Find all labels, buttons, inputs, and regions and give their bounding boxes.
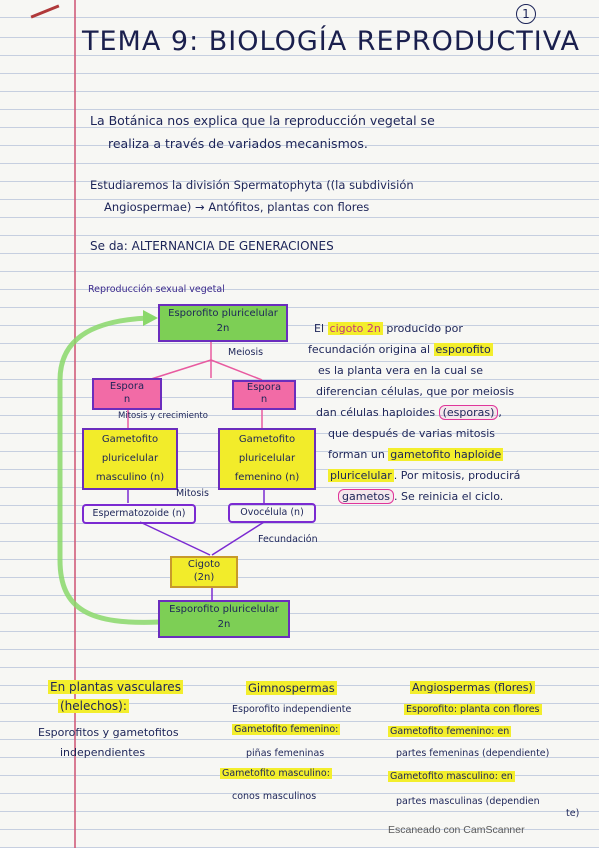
col3-line-c: partes femeninas (dependiente) (396, 748, 550, 759)
exp-l8b: . Por mitosis, producirá (393, 469, 521, 482)
page-number-text: 1 (522, 7, 530, 21)
espora-left-line2: n (123, 394, 131, 405)
cigoto-line1: Cigoto (187, 559, 221, 570)
intro-line-3: Estudiaremos la división Spermatophyta (… (90, 178, 414, 192)
col2-line-d: Gametofito masculino: (220, 768, 332, 779)
gametofito-fem-line2: pluricelular (238, 453, 296, 464)
explanation-line-6: que después de varias mitosis (328, 427, 496, 440)
gametofito-masc-line3: masculino (n) (95, 472, 165, 483)
mitosis-label: Mitosis (176, 488, 209, 499)
espermatozoide-box: Espermatozoide (n) (82, 504, 196, 524)
intro-line-1: La Botánica nos explica que la reproducc… (90, 113, 435, 128)
col1-line-b: independientes (60, 746, 146, 759)
gametofito-masc-line2: pluricelular (101, 453, 159, 464)
exp-l5a: dan células haploides (316, 406, 439, 419)
explanation-line-1: El cigoto 2n producido por (314, 322, 463, 335)
col1-heading-2: (helechos): (58, 699, 129, 713)
exp-l9a: gametos (338, 489, 394, 504)
cigoto-box: Cigoto (2n) (170, 556, 238, 588)
exp-l9b: . Se reinicia el ciclo. (393, 490, 504, 503)
col2-line-b: Gametofito femenino: (232, 724, 341, 735)
col3-line-a: Esporofito: planta con flores (404, 704, 542, 715)
col2-heading: Gimnospermas (246, 681, 337, 695)
col2-head-text: Gimnospermas (246, 681, 337, 695)
intro-line-5: Se da: ALTERNANCIA DE GENERACIONES (90, 239, 334, 253)
espora-right-box: Espora n (232, 380, 296, 410)
col3-head-text: Angiospermas (flores) (410, 681, 535, 694)
mitosis-crecimiento-label: Mitosis y crecimiento (118, 411, 208, 421)
explanation-line-4: diferencian células, que por meiosis (316, 385, 515, 398)
esporofito-bottom-line1: Esporofito pluricelular (169, 604, 279, 615)
cigoto-line2: (2n) (193, 572, 215, 583)
explanation-line-8: pluricelular. Por mitosis, producirá (328, 469, 520, 482)
col2-line-e: conos masculinos (232, 791, 317, 802)
col3-line-f: te) (566, 808, 580, 819)
meiosis-label: Meiosis (228, 347, 264, 358)
esporofito-top-box: Esporofito pluricelular 2n (158, 304, 288, 342)
page-title: TEMA 9: BIOLOGÍA REPRODUCTIVA (82, 26, 580, 57)
exp-l1c: producido por (382, 322, 463, 335)
exp-l5c: , (498, 406, 502, 419)
col2-d-text: Gametofito masculino: (220, 768, 332, 779)
espora-left-line1: Espora (109, 381, 145, 392)
ovocelula-box: Ovocélula (n) (228, 503, 316, 523)
esporofito-bottom-line2: 2n (217, 619, 231, 630)
explanation-line-2: fecundación origina al esporofito (308, 343, 493, 356)
esporofito-top-line2: 2n (216, 323, 230, 334)
exp-l1a: El (314, 322, 328, 335)
exp-l2a: fecundación origina al (308, 343, 434, 356)
gametofito-fem-line3: femenino (n) (234, 472, 300, 483)
gametofito-masculino-box: Gametofito pluricelular masculino (n) (82, 428, 178, 490)
col3-b-text: Gametofito femenino: en (388, 726, 512, 737)
exp-l8a: pluricelular (328, 469, 394, 482)
intro-line-4: Angiospermae) → Antófitos, plantas con f… (104, 200, 370, 214)
espora-left-box: Espora n (92, 378, 162, 410)
col3-a-text: Esporofito: planta con flores (404, 704, 542, 715)
exp-l7a: forman un (328, 448, 389, 461)
gametofito-fem-line1: Gametofito (238, 434, 296, 445)
espora-right-line1: Espora (246, 382, 282, 393)
col3-line-e: partes masculinas (dependien (396, 796, 540, 807)
esporofito-top-line1: Esporofito pluricelular (168, 308, 278, 319)
page-number: 1 (516, 4, 536, 24)
col1-head2-text: (helechos): (58, 699, 129, 713)
exp-l7b: gametofito haploide (388, 448, 504, 461)
col3-line-d: Gametofito masculino: en (388, 771, 515, 782)
margin-line (74, 0, 76, 848)
exp-l5b: (esporas) (438, 405, 499, 420)
espora-right-line2: n (260, 394, 268, 405)
col2-line-a: Esporofito independiente (232, 704, 352, 715)
intro-line-2: realiza a través de variados mecanismos. (108, 136, 368, 151)
col3-d-text: Gametofito masculino: en (388, 771, 515, 782)
explanation-line-7: forman un gametofito haploide (328, 448, 504, 461)
esporofito-bottom-box: Esporofito pluricelular 2n (158, 600, 290, 638)
explanation-line-5: dan células haploides (esporas), (316, 405, 502, 420)
scanner-label: Escaneado con CamScanner (388, 824, 525, 836)
col2-b-text: Gametofito femenino: (232, 724, 341, 735)
col2-line-c: piñas femeninas (246, 748, 325, 759)
col1-line-a: Esporofitos y gametofitos (38, 726, 179, 739)
exp-l2b: esporofito (433, 343, 493, 356)
explanation-line-9: gametos. Se reinicia el ciclo. (338, 489, 504, 504)
fecundacion-label: Fecundación (258, 534, 318, 545)
col1-heading: En plantas vasculares (48, 680, 183, 694)
diagram-heading: Reproducción sexual vegetal (88, 284, 225, 295)
gametofito-masc-line1: Gametofito (101, 434, 159, 445)
exp-l1b: cigoto 2n (327, 322, 383, 335)
col3-line-b: Gametofito femenino: en (388, 726, 512, 737)
gametofito-femenino-box: Gametofito pluricelular femenino (n) (218, 428, 316, 490)
col3-heading: Angiospermas (flores) (410, 681, 535, 694)
explanation-line-3: es la planta vera en la cual se (318, 364, 483, 377)
col1-head-text: En plantas vasculares (48, 680, 183, 694)
